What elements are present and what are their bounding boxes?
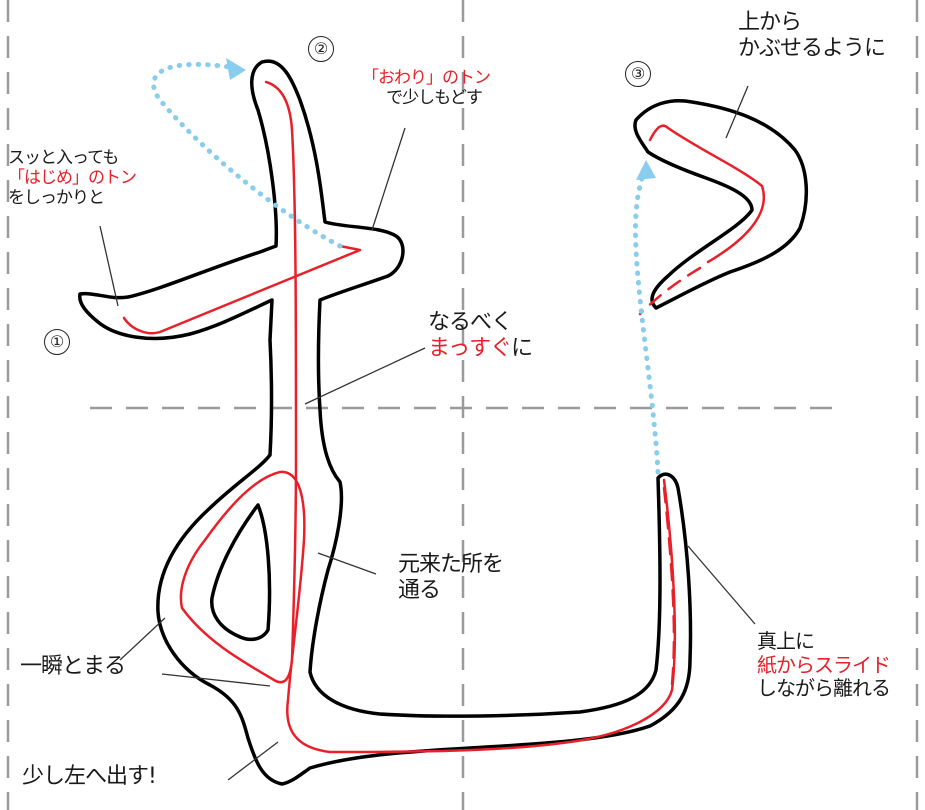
arrow-to-stroke-two <box>151 62 343 249</box>
label-ue: 上から かぶせるように <box>738 10 886 62</box>
label-naru-line1: なるべく <box>428 310 513 335</box>
label-suto-line3: をしっかりと <box>8 188 105 209</box>
leader-one-loop <box>119 617 166 661</box>
label-ue-line2: かぶせるように <box>738 35 886 61</box>
stroke-number-one: ① <box>44 328 70 355</box>
label-moto-line2: 通る <box>398 577 441 603</box>
label-ma-line1: 真上に <box>757 629 815 653</box>
arrow-to-stroke-three <box>633 169 661 475</box>
label-naru-red: まっすぐ <box>428 335 512 361</box>
label-ma: 真上に 紙からスライド しながら離れる <box>757 629 891 701</box>
label-ma-line3: しながら離れる <box>757 676 891 701</box>
label-suto: スッと入っても 「はじめ」のトン をしっかりと <box>8 148 137 209</box>
arrowhead-stroke-three <box>636 160 656 180</box>
outline-main-stroke <box>78 59 693 786</box>
red-path-stroke-one <box>122 244 362 335</box>
leader-suto <box>99 225 119 307</box>
label-owari: 「おわり」のトン で少しもどす <box>362 68 491 109</box>
leader-ma <box>687 545 756 625</box>
label-ma-red: 紙からスライド <box>757 652 891 677</box>
movement-arrows <box>151 62 661 475</box>
red-path-right-dash <box>662 486 676 686</box>
character-outline <box>78 59 809 786</box>
red-path-stroke-three <box>648 124 766 264</box>
stroke-number-three: ③ <box>625 60 651 87</box>
red-path-stroke-three-dash <box>638 266 702 316</box>
label-naru-line2: まっすぐに <box>428 335 533 362</box>
leader-sukoshi <box>227 741 279 781</box>
arrow-heads <box>226 58 656 180</box>
label-suto-line1: スッと入っても <box>8 148 119 168</box>
callout-leaders <box>99 85 756 781</box>
outline-loop-hole <box>210 503 272 642</box>
stroke-number-two: ② <box>308 35 334 62</box>
label-owari-red: 「おわり」のトン <box>362 68 491 88</box>
label-ichi: 一瞬とまる <box>20 654 126 679</box>
label-moto: 元来た所を 通る <box>398 552 504 604</box>
red-stroke-paths <box>122 80 766 754</box>
red-path-stroke-two <box>179 80 677 754</box>
label-sukoshi: 少し左へ出す! <box>22 764 157 789</box>
leader-moto <box>317 552 377 575</box>
leader-ichi <box>161 673 271 687</box>
leader-ue <box>725 85 749 139</box>
leader-naru <box>304 347 426 405</box>
label-ue-line1: 上から <box>738 10 802 35</box>
arrowhead-stroke-two <box>226 58 246 80</box>
guide-grid <box>6 0 919 810</box>
label-naru-suffix: に <box>511 335 533 361</box>
leader-owari <box>371 127 406 231</box>
label-owari-line2: で少しもどす <box>386 88 483 109</box>
label-suto-red: 「はじめ」のトン <box>8 168 137 189</box>
outline-stroke-three <box>633 99 809 310</box>
label-naru: なるべく まっすぐに <box>428 310 533 362</box>
label-moto-line1: 元来た所を <box>398 552 504 577</box>
